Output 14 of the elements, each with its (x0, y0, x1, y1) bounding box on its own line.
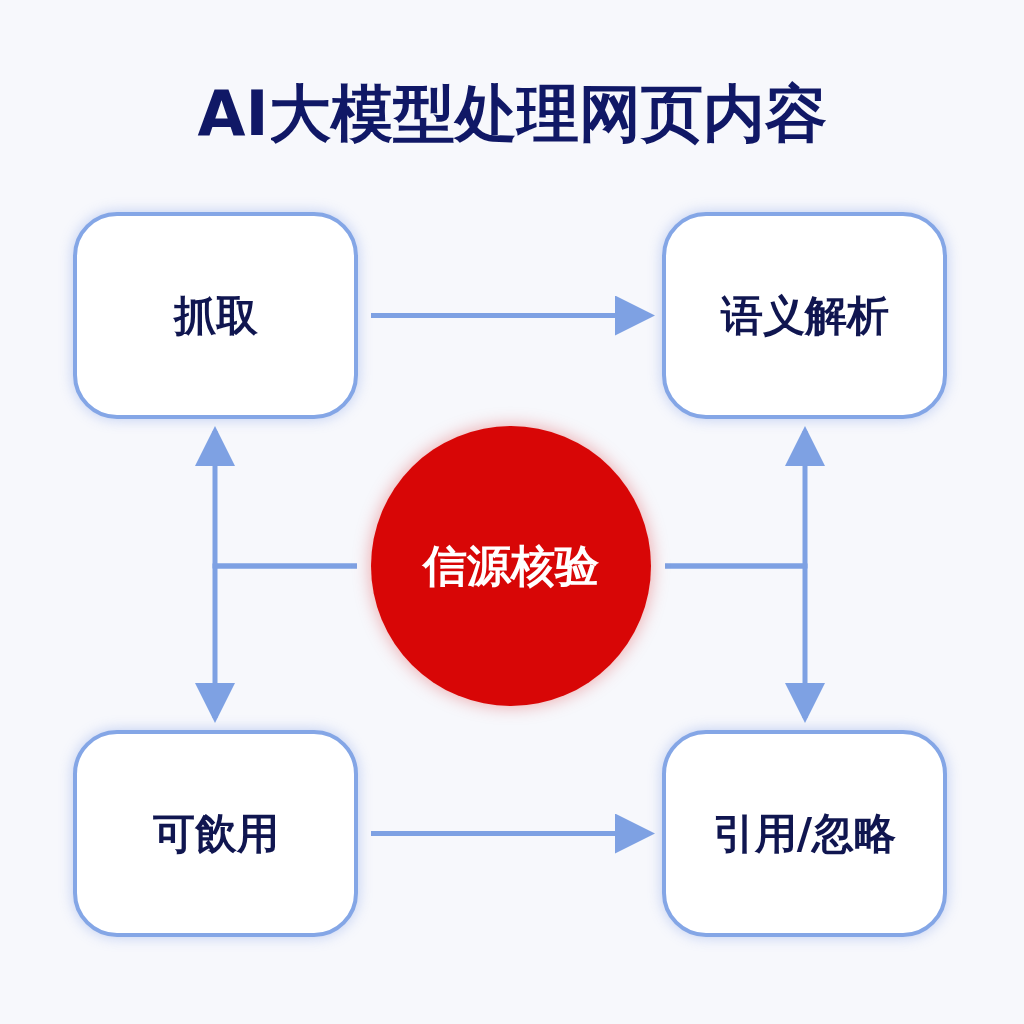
node-label: 信源核验 (423, 538, 599, 593)
process-box (662, 212, 947, 419)
arrow (371, 813, 655, 854)
node-label: 可飲用 (152, 807, 279, 860)
arrow (371, 295, 655, 336)
node-label: 语义解析 (720, 289, 889, 342)
process-box (73, 730, 358, 937)
node-label: 抓取 (173, 289, 258, 342)
process-box (662, 730, 947, 937)
arrow (665, 563, 825, 723)
diagram-title: AI大模型处理网页内容 (196, 76, 828, 152)
node-label: 引用/忽略 (712, 807, 897, 860)
process-box (73, 212, 358, 419)
arrow (195, 563, 357, 723)
